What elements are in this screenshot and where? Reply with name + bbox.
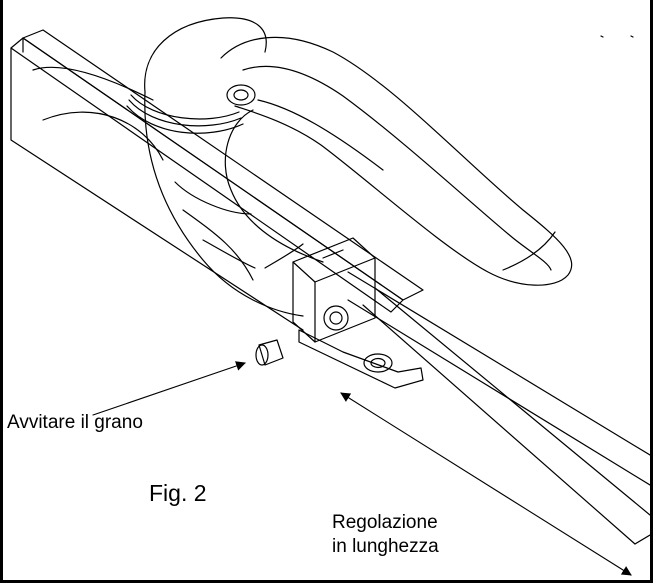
square-nut <box>292 237 376 343</box>
spindle-bar <box>347 271 650 545</box>
adjustment-label-line1: Regolazione <box>332 512 438 533</box>
grub-screw-leader-arrow <box>92 361 246 416</box>
handle-neck <box>126 17 324 317</box>
mounting-foot <box>298 329 424 389</box>
handle-grip <box>220 36 573 286</box>
figure-caption: Fig. 2 <box>149 480 207 506</box>
base-plate <box>10 29 424 331</box>
grub-screw <box>255 339 284 366</box>
adjustment-label-line2: in lunghezza <box>332 536 439 557</box>
stray-marks <box>600 35 634 38</box>
screw-instruction-label: Avvitare il grano <box>7 412 143 433</box>
length-adjustment-arrow <box>340 392 632 576</box>
window-handle-drawing <box>10 17 650 576</box>
